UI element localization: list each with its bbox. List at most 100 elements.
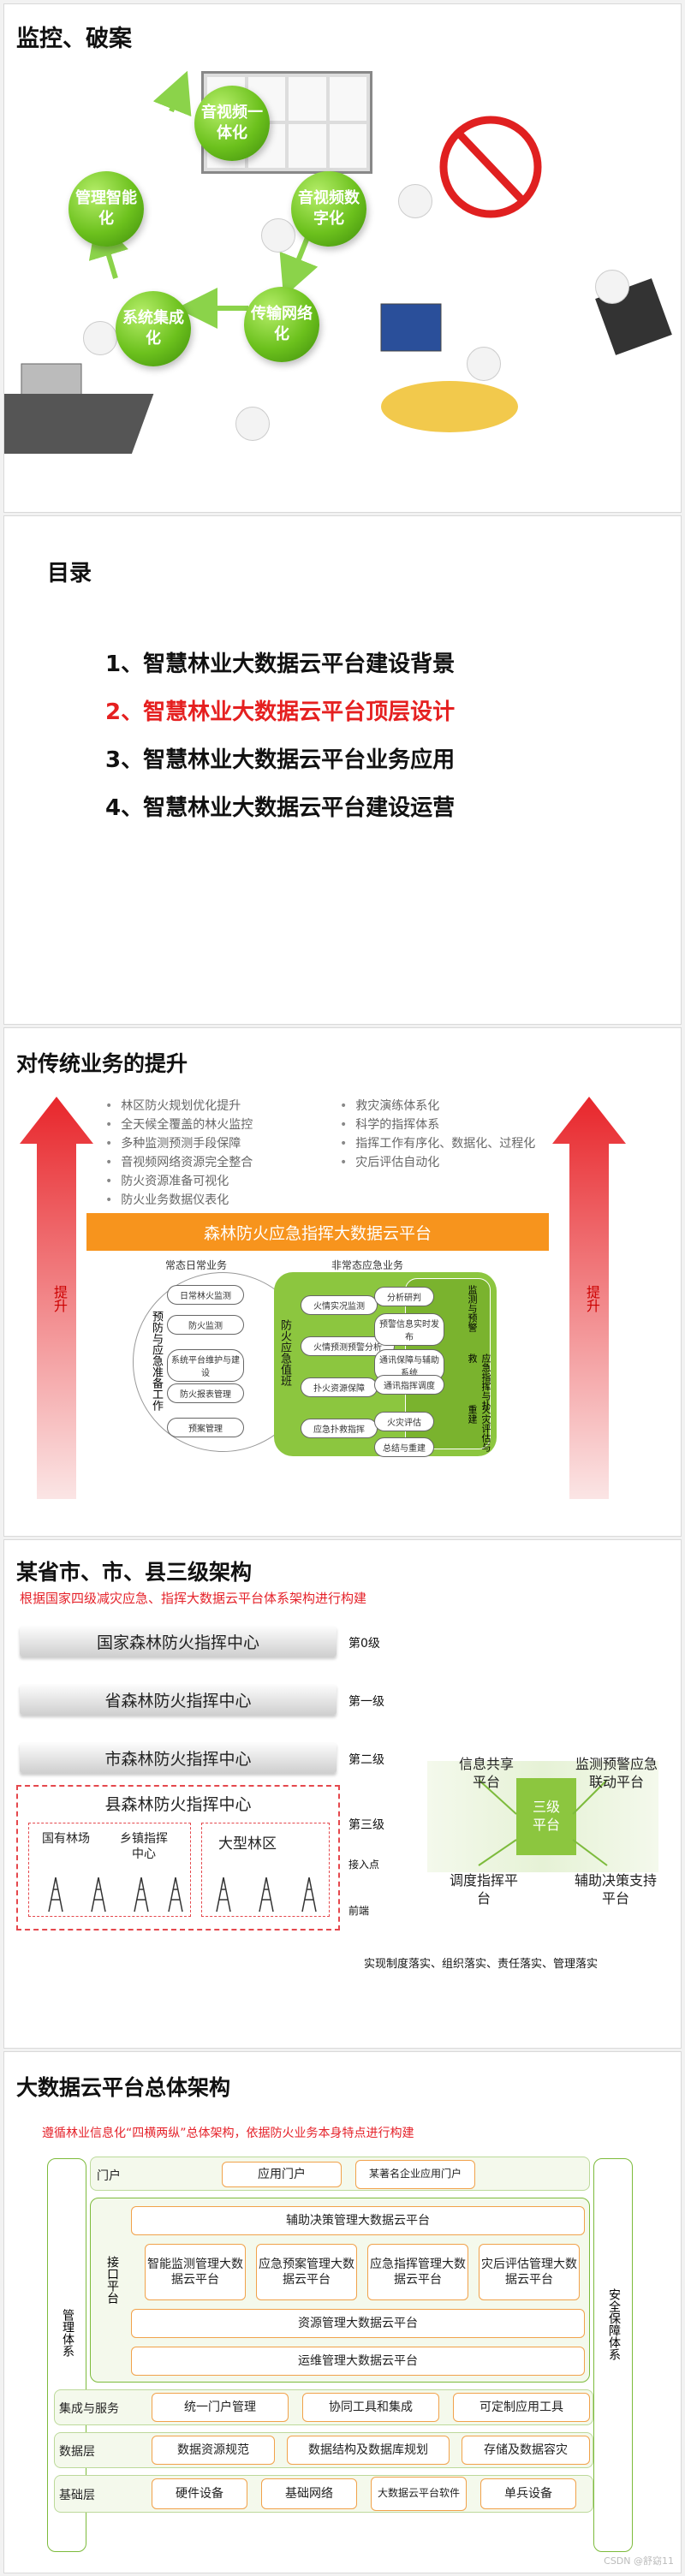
footer-note: 实现制度落实、组织落实、责任落实、管理落实 — [364, 1954, 598, 1971]
row-label: 数据层 — [59, 2442, 95, 2460]
node-info-share: 信息共享平台 — [456, 1756, 516, 1792]
bullet-item: 救灾演练体系化 — [340, 1097, 545, 1115]
bullet-item: 林区防火规划优化提升 — [105, 1097, 253, 1115]
ball-network-transmission: 传输网络化 — [244, 287, 319, 362]
emergency-vertical: 防火应急值班 — [277, 1319, 293, 1386]
platform-assessment: 灾后评估管理大数据云平台 — [479, 2244, 580, 2300]
tier-province: 省森林防火指挥中心 — [20, 1684, 337, 1715]
level-label: 第一级 — [348, 1693, 384, 1710]
right-item: 分析研判 — [374, 1287, 434, 1306]
portal-label: 门户 — [97, 2167, 121, 2184]
node-monitor-alert: 监测预警应急联动平台 — [569, 1756, 664, 1792]
unit-state-forest-farm: 国有林场 — [42, 1831, 90, 1847]
bullet-item: 防火资源准备可视化 — [105, 1172, 253, 1191]
figure-icon — [235, 407, 270, 441]
headset-operator-icon — [83, 321, 117, 355]
daily-item: 系统平台维护与建设 — [167, 1349, 244, 1382]
slide-toc: 目录 1、智慧林业大数据云平台建设背景 2、智慧林业大数据云平台顶层设计 3、智… — [3, 515, 682, 1025]
ball-av-digitization: 音视频数字化 — [291, 171, 366, 247]
row-item: 存储及数据容灾 — [462, 2436, 590, 2465]
level-label: 第二级 — [348, 1751, 384, 1768]
mid-item: 扑火资源保障 — [301, 1377, 378, 1397]
level-label: 第三级 — [348, 1816, 384, 1833]
row-label: 集成与服务 — [59, 2400, 119, 2417]
daily-vertical: 预防与应急准备工作 — [148, 1311, 164, 1411]
slide-title: 大数据云平台总体架构 — [16, 2071, 230, 2102]
portal-app: 应用门户 — [222, 2162, 342, 2187]
bullet-item: 多种监测预测手段保障 — [105, 1134, 253, 1153]
row-item: 基础网络 — [261, 2478, 357, 2509]
right-item: 预警信息实时发布 — [374, 1313, 444, 1346]
toc-item[interactable]: 4、智慧林业大数据云平台建设运营 — [105, 790, 455, 822]
arrow-label-left: 提升 — [49, 1285, 69, 1312]
slide-three-level: 某省市、市、县三级架构 根据国家四级减灾应急、指挥大数据云平台体系架构进行构建 … — [3, 1539, 682, 2049]
toc-item[interactable]: 3、智慧林业大数据云平台业务应用 — [105, 742, 455, 774]
unit-town-center: 乡镇指挥中心 — [116, 1831, 172, 1862]
interface-label: 接口平台 — [104, 2256, 121, 2304]
row-item: 数据结构及数据库规划 — [287, 2436, 450, 2465]
toc-item[interactable]: 1、智慧林业大数据云平台建设背景 — [105, 646, 455, 678]
platform-plan: 应急预案管理大数据云平台 — [256, 2244, 357, 2300]
figure-icon — [595, 270, 629, 304]
row-item: 大数据云平台软件 — [371, 2477, 467, 2511]
emergency-title: 非常态应急业务 — [331, 1258, 403, 1272]
node-decision-support: 辅助决策支持平台 — [573, 1872, 658, 1908]
right-item: 总结与重建 — [374, 1437, 434, 1457]
bullet-item: 灾后评估自动化 — [340, 1153, 545, 1172]
platform-bar: 森林防火应急指挥大数据云平台 — [86, 1213, 549, 1251]
toc-item-active[interactable]: 2、智慧林业大数据云平台顶层设计 — [105, 694, 455, 726]
slide-subtitle: 遵循林业信息化“四横两纵”总体架构，依据防火业务本身特点进行构建 — [42, 2124, 414, 2141]
ball-intelligent-management: 管理智能化 — [68, 171, 144, 247]
row-item: 数据资源规范 — [152, 2436, 275, 2465]
right-bullets: 救灾演练体系化 科学的指挥体系 指挥工作有序化、数据化、过程化 灾后评估自动化 — [340, 1097, 545, 1172]
tier-national: 国家森林防火指挥中心 — [20, 1626, 337, 1657]
slide-title: 对传统业务的提升 — [16, 1047, 188, 1078]
daily-item: 防火监测 — [167, 1315, 244, 1335]
tower-icons — [30, 1874, 330, 1917]
right-pillar-label: 安全保障体系 — [605, 2288, 622, 2360]
mid-item: 应急扑救指挥 — [301, 1419, 378, 1438]
access-point-label: 接入点 — [348, 1857, 379, 1871]
node-dispatch: 调度指挥平台 — [450, 1872, 518, 1908]
bullet-item: 科学的指挥体系 — [340, 1115, 545, 1134]
slide-architecture: 大数据云平台总体架构 遵循林业信息化“四横两纵”总体架构，依据防火业务本身特点进… — [3, 2051, 682, 2573]
right-item: 通讯指挥调度 — [374, 1375, 444, 1395]
right-item: 火灾评估 — [374, 1412, 434, 1431]
row-item: 可定制应用工具 — [453, 2393, 590, 2422]
figure-icon — [261, 218, 295, 253]
ball-av-integration: 音视频一体化 — [194, 86, 270, 161]
row-item: 协同工具和集成 — [302, 2393, 439, 2422]
slide-improvement: 对传统业务的提升 提升 提升 林区防火规划优化提升 全天候全覆盖的林火监控 多种… — [3, 1027, 682, 1537]
portal-enterprise: 某著名企业应用门户 — [355, 2160, 475, 2189]
mid-item: 火情实况监测 — [301, 1295, 378, 1315]
frontend-label: 前端 — [348, 1903, 369, 1918]
daily-item: 日常林火监测 — [167, 1285, 244, 1305]
watermark: CSDN @舒窈11 — [604, 2554, 674, 2567]
decision-platform: 辅助决策管理大数据云平台 — [131, 2206, 585, 2235]
daily-item: 防火报表管理 — [167, 1383, 244, 1403]
bullet-item: 防火业务数据仪表化 — [105, 1191, 253, 1210]
ball-system-integration: 系统集成化 — [116, 291, 191, 366]
left-pillar-label: 管理体系 — [59, 2309, 76, 2357]
bullet-item: 指挥工作有序化、数据化、过程化 — [340, 1134, 545, 1153]
ops-platform: 运维管理大数据云平台 — [131, 2347, 585, 2376]
left-bullets: 林区防火规划优化提升 全天候全覆盖的林火监控 多种监测预测手段保障 音视频网络资… — [105, 1097, 253, 1210]
row-label: 基础层 — [59, 2486, 95, 2503]
bullet-item: 音视频网络资源完全整合 — [105, 1153, 253, 1172]
slide-monitoring: 监控、破案 音视频一体化 音视频数字化 传输网络化 系统集成化 管理智能化 — [3, 3, 682, 513]
platform-monitor: 智能监测管理大数据云平台 — [145, 2244, 246, 2300]
bullet-item: 全天候全覆盖的林火监控 — [105, 1115, 253, 1134]
resource-platform: 资源管理大数据云平台 — [131, 2309, 585, 2338]
arrow-label-right: 提升 — [581, 1285, 602, 1312]
row-item: 统一门户管理 — [152, 2393, 289, 2422]
slide-title: 目录 — [47, 556, 92, 587]
slide-title: 某省市、市、县三级架构 — [16, 1556, 252, 1586]
level-label: 第0级 — [348, 1634, 380, 1651]
side-label: 火灾评估与重建 — [465, 1405, 492, 1456]
side-label: 监测与预警 — [465, 1285, 479, 1345]
slide-subtitle: 根据国家四级减灾应急、指挥大数据云平台体系架构进行构建 — [20, 1590, 422, 1607]
figure-icon — [398, 184, 432, 218]
unit-large-forest: 大型林区 — [218, 1835, 277, 1853]
row-item: 硬件设备 — [152, 2478, 247, 2509]
figure-icon — [467, 347, 501, 381]
